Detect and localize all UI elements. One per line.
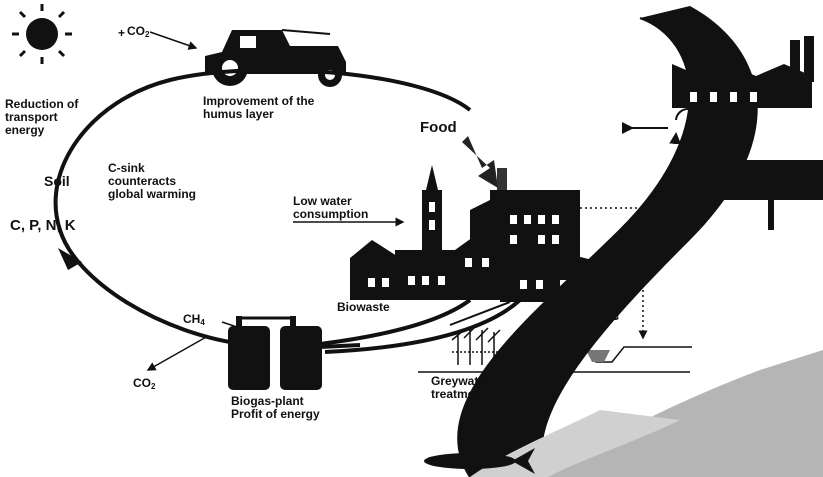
reduction-label: Reduction of transport energy (5, 97, 79, 137)
signboard-icon (712, 160, 823, 230)
fish-icon (424, 448, 535, 474)
houses-icon (350, 168, 600, 302)
co2-uptake-arrow (149, 31, 198, 50)
ch4-label: CH4 (183, 312, 205, 328)
river (458, 6, 758, 477)
csink-label: C-sink counteracts global warming (108, 161, 197, 201)
greywater-pipe (324, 298, 522, 354)
infiltration-line (520, 207, 648, 340)
exchange-arrows-icon (622, 108, 707, 148)
soil-label: Soil (44, 173, 70, 189)
nutrient-cycle-ring (53, 68, 472, 347)
low-water-label: Low water consumption (293, 194, 369, 221)
biowaste-label: Biowaste (337, 300, 390, 314)
biowaste-pipe (319, 298, 472, 346)
food-arrow (462, 136, 498, 188)
sun-icon (12, 4, 72, 64)
nutrients-label: C, P, N, K (10, 217, 76, 234)
ch4-line (221, 321, 241, 329)
co2-bottom-label: CO2 (133, 376, 156, 392)
factory-icon (672, 36, 814, 108)
greywater-label: Greywater treatment (431, 374, 490, 401)
food-label: Food (420, 119, 457, 136)
church-icon (422, 165, 442, 260)
biogas-tanks-icon (228, 316, 322, 390)
pipe-to-reed (449, 301, 511, 326)
improvement-label: Improvement of the humus layer (203, 94, 315, 121)
co2-top-label: CO2 (127, 24, 150, 40)
infiltration-label: Infiltration (609, 262, 623, 321)
reed-plants-icon (451, 325, 501, 365)
co2-release-arrow (146, 335, 209, 371)
plus-label: + (118, 26, 126, 40)
cycle-arrow-up (58, 248, 82, 270)
biogas-label: Biogas-plant Profit of energy (231, 394, 320, 421)
tractor-icon (205, 29, 346, 87)
